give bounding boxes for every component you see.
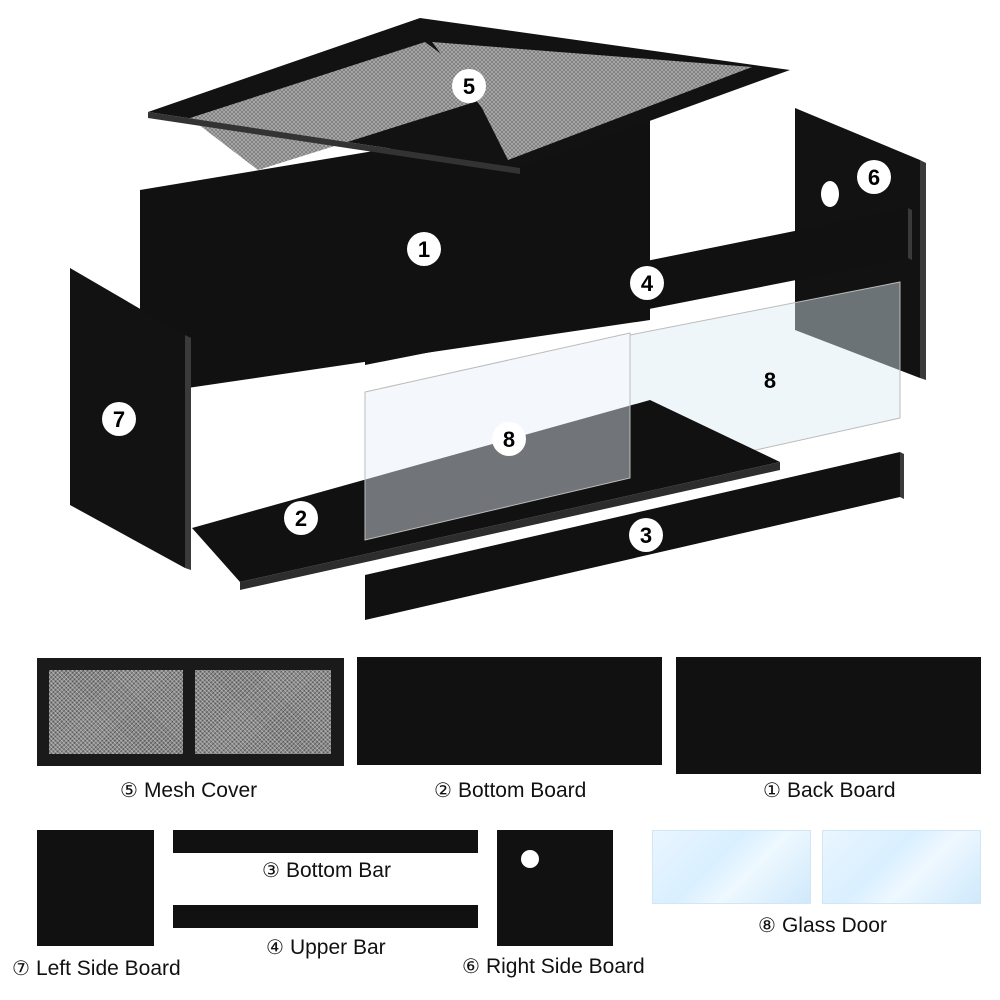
bottom-board-swatch bbox=[357, 657, 662, 765]
svg-text:2: 2 bbox=[295, 506, 307, 531]
callout-badge-7: 7 bbox=[102, 402, 136, 436]
right-side-board-swatch bbox=[497, 830, 613, 946]
svg-text:3: 3 bbox=[640, 523, 652, 548]
callout-badge-1: 1 bbox=[407, 232, 441, 266]
svg-text:8: 8 bbox=[764, 368, 776, 393]
callout-badge-2: 2 bbox=[284, 501, 318, 535]
cable-hole bbox=[521, 850, 539, 868]
back-board-swatch bbox=[676, 657, 981, 774]
callout-label-8-right: 8 bbox=[764, 368, 776, 393]
glass-door-swatch-left bbox=[652, 830, 811, 904]
svg-text:7: 7 bbox=[113, 407, 125, 432]
exploded-view: 1 2 3 4 5 6 7 8 8 bbox=[70, 18, 926, 620]
svg-text:1: 1 bbox=[418, 237, 430, 262]
upper-bar-swatch bbox=[173, 905, 478, 928]
callout-badge-4: 4 bbox=[630, 266, 664, 300]
bottom-board-3d bbox=[192, 400, 780, 590]
svg-text:5: 5 bbox=[463, 74, 475, 99]
svg-text:4: 4 bbox=[641, 271, 654, 296]
glass-door-swatch-right bbox=[822, 830, 981, 904]
callout-badge-3: 3 bbox=[629, 518, 663, 552]
left-side-board-swatch bbox=[37, 830, 154, 946]
bottom-bar-swatch bbox=[173, 830, 478, 853]
callout-badge-6: 6 bbox=[857, 160, 891, 194]
callout-badge-8-left: 8 bbox=[492, 422, 526, 456]
mesh-cover-swatch bbox=[37, 658, 344, 766]
svg-text:6: 6 bbox=[868, 165, 880, 190]
callout-badge-5: 5 bbox=[452, 69, 486, 103]
svg-text:8: 8 bbox=[503, 427, 515, 452]
